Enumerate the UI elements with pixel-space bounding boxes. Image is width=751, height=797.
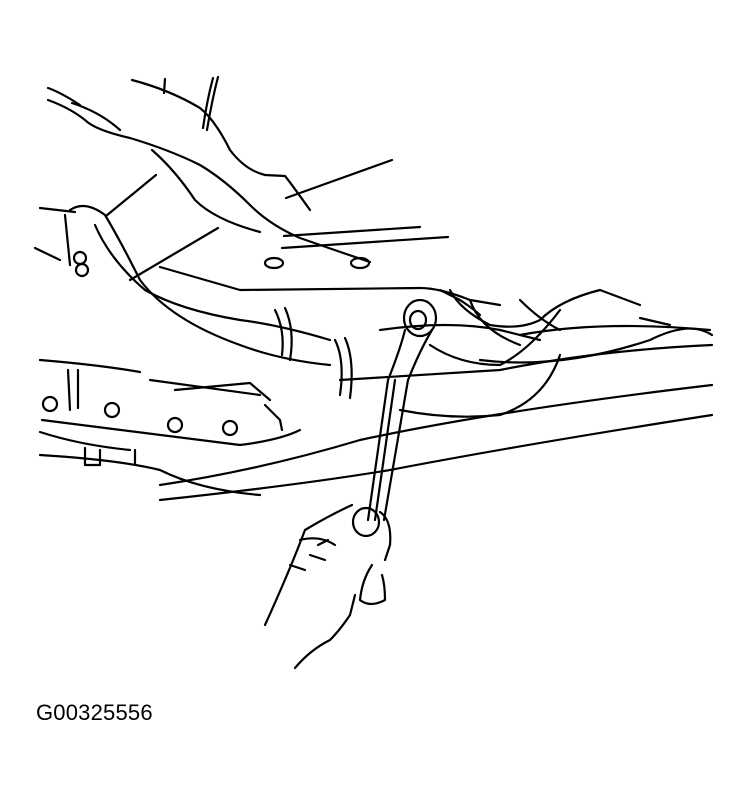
hand <box>263 503 392 670</box>
oil-pan <box>398 288 672 418</box>
wrench <box>366 298 438 522</box>
exhaust-pipe <box>33 204 353 400</box>
technical-illustration <box>33 75 714 670</box>
floor-panel-lines <box>46 75 450 282</box>
figure-id-label: G00325556 <box>36 700 153 725</box>
frame-rail-lines <box>38 265 714 502</box>
transmission-housing <box>38 358 302 467</box>
